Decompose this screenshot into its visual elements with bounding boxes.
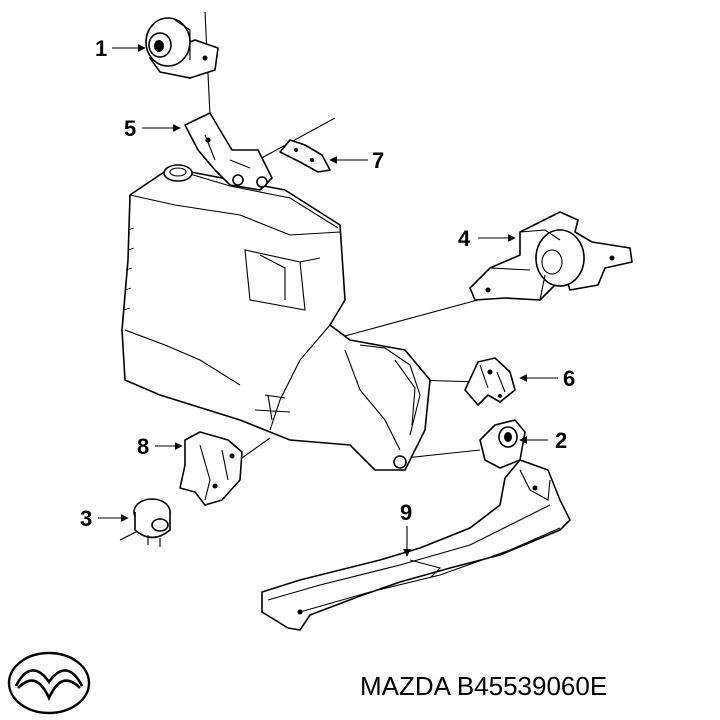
callout-2: 2 — [555, 428, 567, 453]
brand-name: MAZDA — [360, 671, 450, 701]
engine-block — [121, 164, 431, 471]
mazda-logo-icon — [7, 651, 91, 715]
part-3-cylinder-mount — [133, 498, 171, 547]
callout-arrows — [98, 44, 558, 557]
part-8-lower-bracket — [179, 431, 243, 506]
callout-1: 1 — [95, 36, 107, 61]
part-9-crossmember — [261, 459, 571, 631]
part-4-transmission-mount — [469, 211, 633, 301]
callout-4: 4 — [458, 226, 471, 251]
callout-8: 8 — [137, 434, 149, 459]
callout-3: 3 — [80, 506, 92, 531]
part-7-plate — [279, 139, 331, 173]
part-5-bracket — [184, 112, 273, 191]
callout-9: 9 — [400, 500, 412, 525]
callout-6: 6 — [563, 366, 575, 391]
callout-7: 7 — [372, 148, 384, 173]
part-caption: MAZDA B45539060E — [360, 664, 700, 708]
part-number: B45539060E — [456, 671, 608, 701]
callout-5: 5 — [124, 116, 136, 141]
part-1-upper-mount — [145, 17, 219, 79]
part-2-rear-mount — [479, 419, 526, 469]
part-6-side-bracket — [464, 357, 516, 406]
